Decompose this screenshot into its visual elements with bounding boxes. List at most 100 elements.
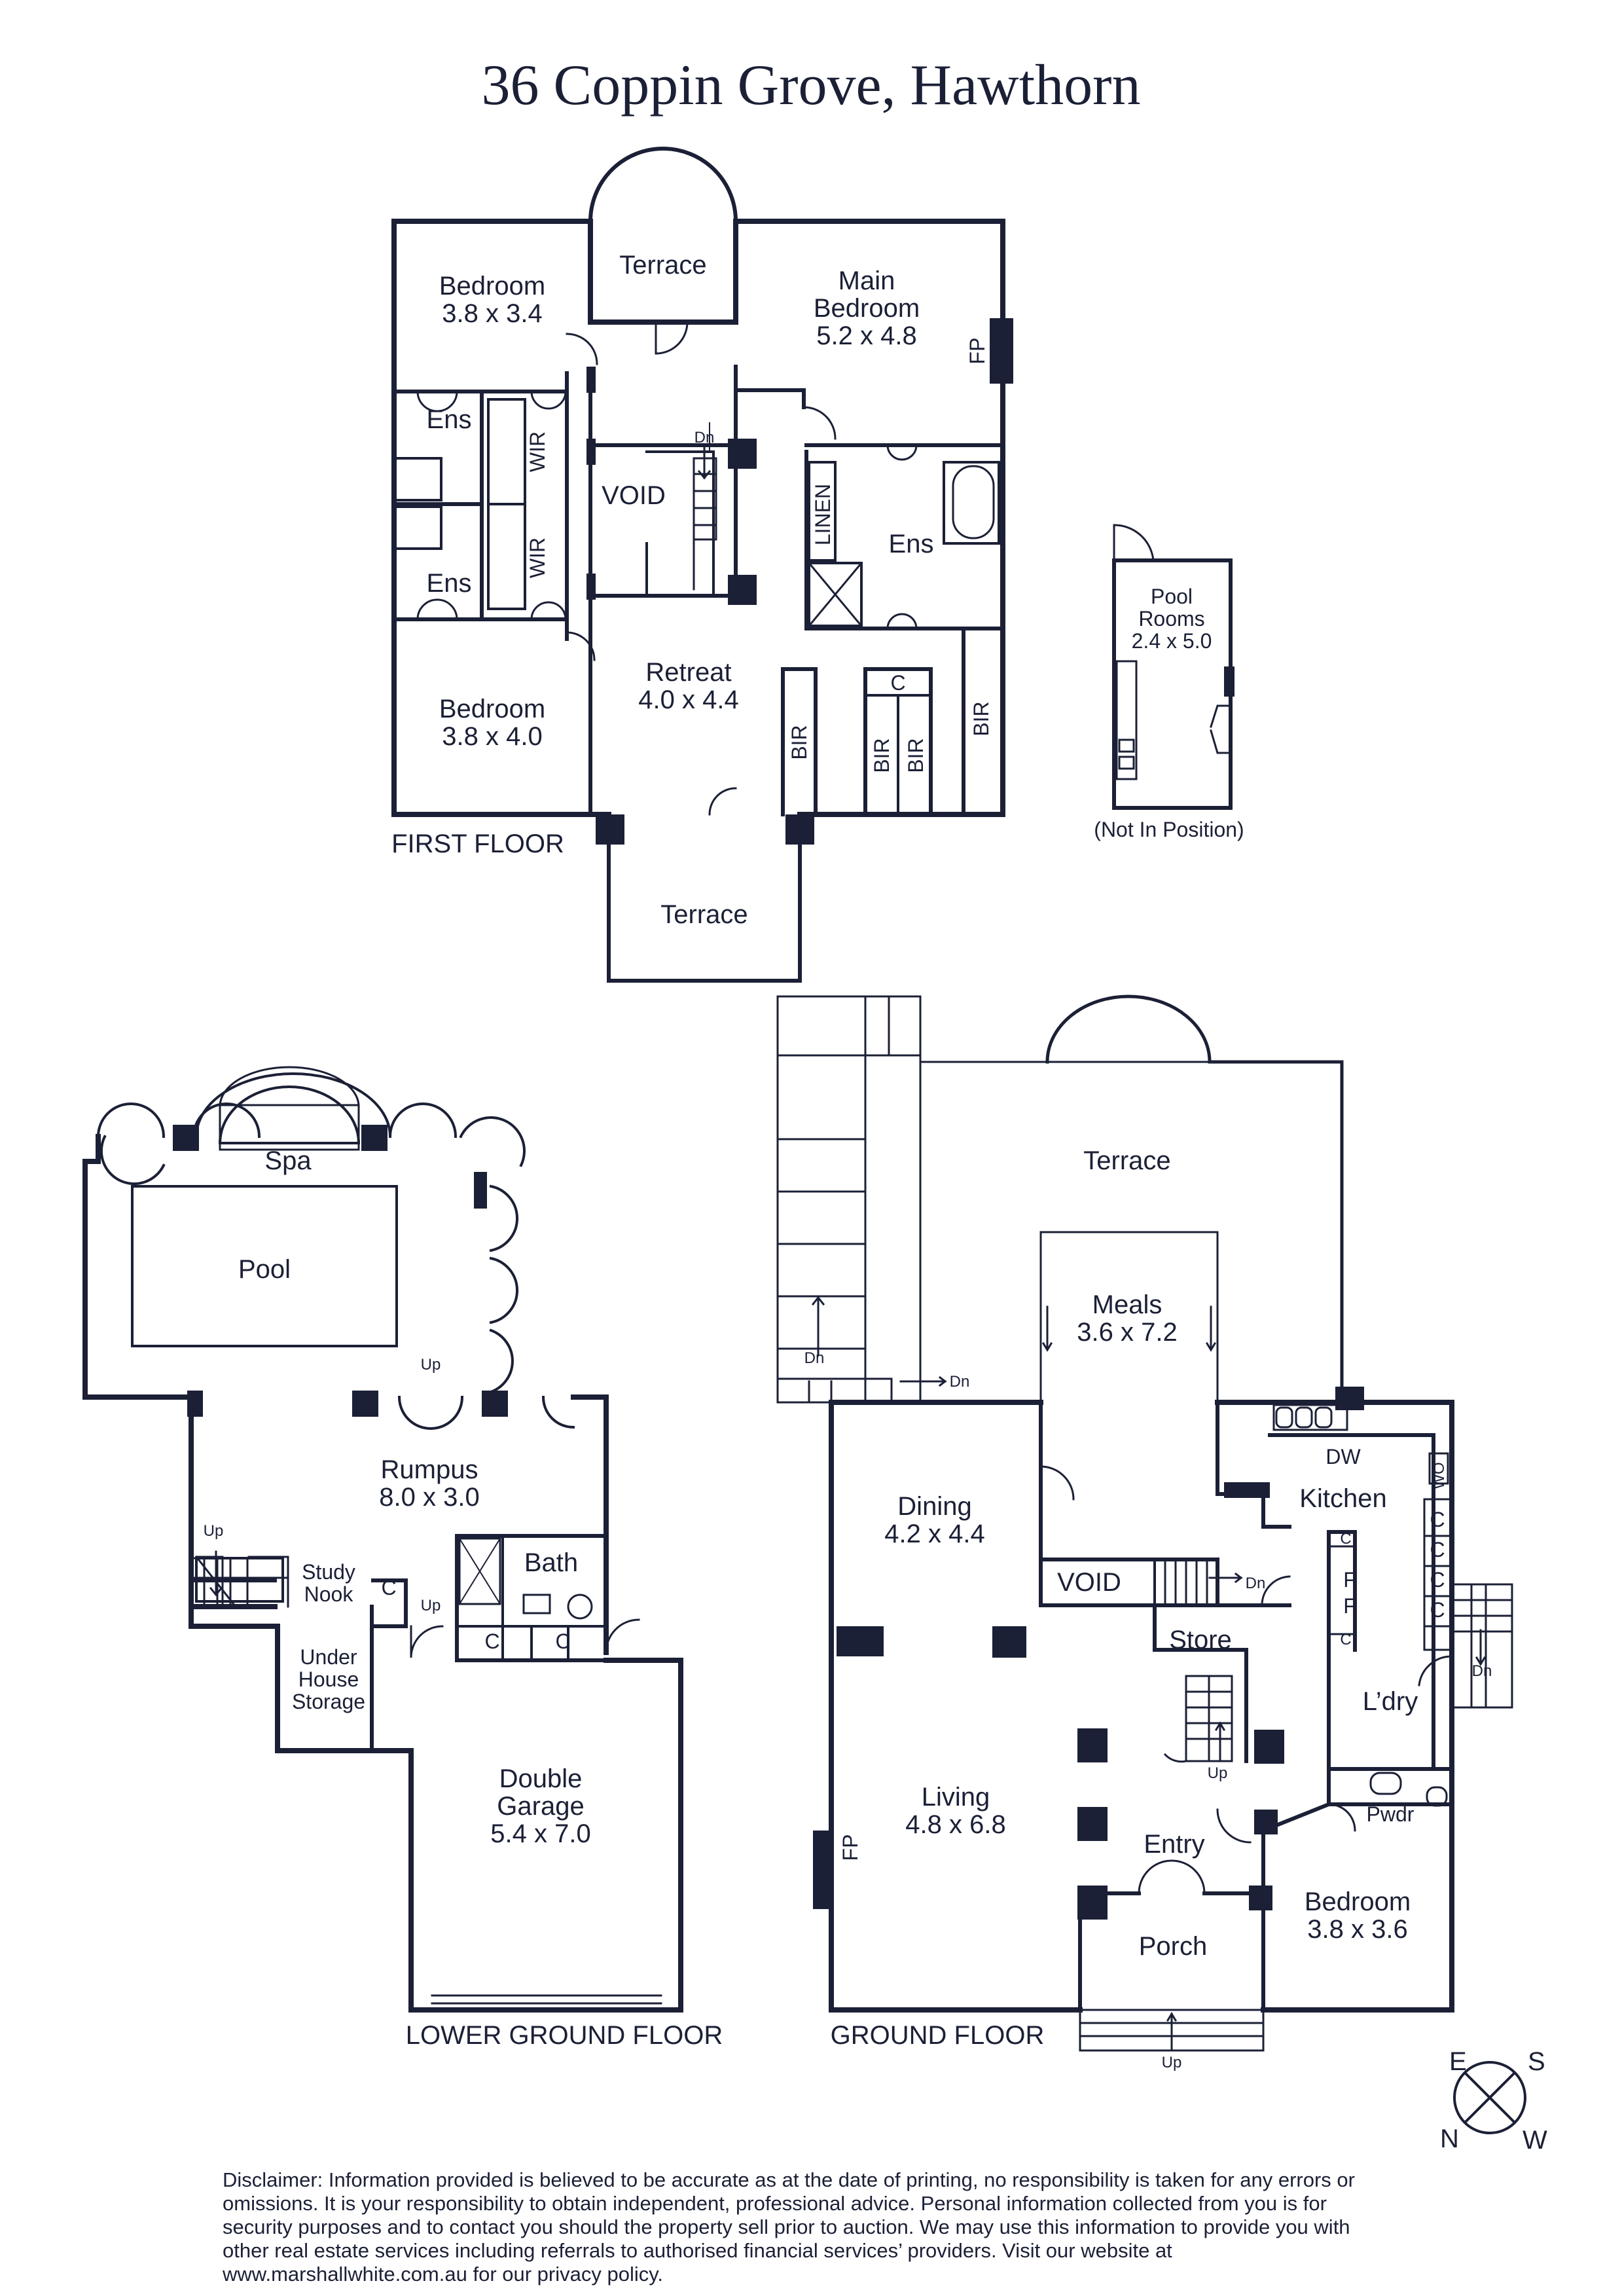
living-name: Living (922, 1783, 990, 1812)
wir-label-1: WIR (526, 431, 549, 472)
c-label-3: C (555, 1630, 570, 1653)
lower-ground-labels: Spa Pool Up Rumpus 8.0 x 3.0 Up Study No… (204, 1146, 723, 2050)
dn-label: Dn (694, 429, 715, 446)
lower-ground-floor-label: LOWER GROUND FLOOR (406, 2021, 723, 2050)
bedroom2-name: Bedroom (439, 695, 545, 723)
c-label-k4: C (1430, 1568, 1445, 1592)
meals-name: Meals (1092, 1290, 1162, 1319)
f-label-2: F (1343, 1594, 1356, 1618)
lower-ground-stair (190, 1550, 249, 1608)
dn-label-2: Dn (950, 1373, 970, 1391)
c-label-k5: C (1430, 1598, 1445, 1622)
dn-label-1: Dn (804, 1349, 825, 1367)
up-label-1: Up (421, 1356, 441, 1374)
wo-label: WO (1430, 1462, 1448, 1489)
c-label-1: C (381, 1576, 396, 1599)
study-nook-name1: Study (302, 1560, 355, 1584)
dn-label-3: Dn (1246, 1575, 1266, 1592)
compass-s: S (1528, 2047, 1545, 2076)
terrace-label: Terrace (1083, 1146, 1170, 1175)
bedroom2-size: 3.8 x 4.0 (442, 722, 542, 751)
living-size: 4.8 x 6.8 (905, 1810, 1005, 1839)
bedroom1-size: 3.8 x 3.4 (442, 299, 542, 328)
void-label: VOID (1057, 1568, 1121, 1597)
lower-ground-walls (82, 1066, 683, 2013)
dw-label: DW (1325, 1445, 1361, 1468)
page-title: 36 Coppin Grove, Hawthorn (481, 54, 1141, 117)
pool-rooms-name2: Rooms (1138, 607, 1204, 630)
c-label-k2: C (1430, 1508, 1445, 1531)
compass: E S N W (1440, 2047, 1547, 2155)
compass-n: N (1440, 2124, 1459, 2153)
garage-name1: Double (499, 1764, 583, 1793)
ldry-label: L’dry (1363, 1687, 1418, 1716)
under-house-name2: House (298, 1667, 359, 1691)
c-label-k3: C (1430, 1538, 1445, 1561)
void-label: VOID (602, 481, 666, 510)
ground-floor-walls (776, 994, 1513, 2052)
c-label: C (890, 671, 905, 695)
up-label-3: Up (421, 1597, 441, 1614)
pool-rooms-name1: Pool (1151, 585, 1193, 608)
main-bedroom-fp: FP (965, 338, 989, 365)
meals-size: 3.6 x 7.2 (1077, 1318, 1177, 1347)
terrace-bottom-label: Terrace (660, 900, 748, 929)
bir-label-4: BIR (969, 701, 993, 736)
c-label-k1: C (1340, 1530, 1351, 1548)
bir-label-1: BIR (787, 725, 811, 759)
main-bedroom-name2: Bedroom (814, 294, 920, 323)
ens-label-1: Ens (427, 405, 472, 434)
first-floor-label: FIRST FLOOR (391, 829, 564, 858)
store-label: Store (1169, 1626, 1232, 1654)
up-label-2: Up (204, 1522, 224, 1540)
bath-label: Bath (524, 1548, 578, 1577)
up-label-1: Up (1208, 1764, 1228, 1782)
ground-floor-label: GROUND FLOOR (831, 2021, 1045, 2050)
lower-ground-columns (173, 1125, 508, 1417)
terrace-top-label: Terrace (619, 251, 706, 280)
garage-name2: Garage (497, 1792, 584, 1821)
dining-size: 4.2 x 4.4 (884, 1520, 984, 1548)
c-label-2: C (484, 1630, 499, 1653)
up-label-2: Up (1162, 2054, 1182, 2071)
bir-label-2: BIR (870, 738, 893, 773)
dn-label-4: Dn (1472, 1662, 1492, 1680)
pool-rooms-note: (Not In Position) (1094, 818, 1244, 841)
ens-label-3: Ens (889, 530, 934, 558)
pool-label: Pool (238, 1255, 291, 1284)
rumpus-name: Rumpus (381, 1455, 478, 1484)
retreat-name: Retreat (645, 658, 731, 687)
ground-floor-labels: Terrace Dn Dn Meals 3.6 x 7.2 DW Kitchen… (804, 1146, 1492, 2071)
bir-label-3: BIR (904, 738, 928, 773)
spa-label: Spa (264, 1146, 312, 1175)
f-label-1: F (1343, 1568, 1356, 1592)
garage-size: 5.4 x 7.0 (490, 1819, 590, 1848)
c-label-k6: C (1340, 1631, 1351, 1649)
main-bedroom-size: 5.2 x 4.8 (816, 321, 916, 350)
rumpus-size: 8.0 x 3.0 (379, 1483, 479, 1512)
dining-name: Dining (897, 1492, 971, 1521)
compass-w: W (1523, 2126, 1547, 2155)
pwdr-label: Pwdr (1367, 1802, 1415, 1826)
retreat-size: 4.0 x 4.4 (638, 685, 738, 714)
bedroom1-name: Bedroom (439, 272, 545, 301)
ens-label-2: Ens (427, 569, 472, 598)
first-floor-labels: Bedroom 3.8 x 3.4 Terrace Main Bedroom 5… (391, 251, 993, 929)
wir-label-2: WIR (526, 538, 549, 578)
first-floor-columns (586, 318, 1013, 845)
ground-floor-columns (813, 1387, 1364, 1920)
bedroom-name: Bedroom (1305, 1887, 1411, 1916)
porch-label: Porch (1139, 1932, 1208, 1961)
first-floor-stair (693, 444, 717, 541)
under-house-name3: Storage (292, 1690, 365, 1713)
living-fp: FP (838, 1834, 862, 1861)
compass-e: E (1449, 2047, 1467, 2076)
pool-rooms-size: 2.4 x 5.0 (1132, 629, 1212, 653)
kitchen-label: Kitchen (1299, 1484, 1386, 1513)
main-bedroom-name1: Main (838, 266, 895, 295)
under-house-name1: Under (300, 1645, 357, 1669)
study-nook-name2: Nook (304, 1582, 354, 1606)
entry-label: Entry (1144, 1830, 1204, 1859)
disclaimer: Disclaimer: Information provided is beli… (223, 2168, 1355, 2286)
